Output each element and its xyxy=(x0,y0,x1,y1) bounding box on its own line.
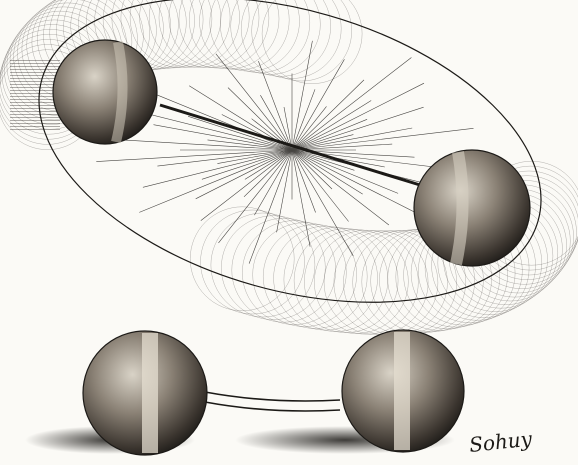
motion-trail-ring xyxy=(140,0,240,67)
ball-left-spinning xyxy=(53,40,157,144)
radiating-line xyxy=(219,150,293,243)
radiating-line xyxy=(201,150,292,221)
radiating-line xyxy=(143,150,292,187)
ball-right-band xyxy=(456,152,463,264)
radiating-line xyxy=(292,41,312,150)
radiating-line xyxy=(292,106,327,150)
motion-trail-ring xyxy=(149,0,249,67)
motion-trail-ring xyxy=(201,210,305,314)
wire-link xyxy=(205,392,340,401)
resting-balls-figure xyxy=(25,330,464,455)
motion-trail-ring xyxy=(179,0,279,69)
motion-trail-ring xyxy=(211,213,315,317)
radiating-line xyxy=(292,150,353,256)
radiating-line xyxy=(292,58,411,151)
radiating-line xyxy=(292,83,424,150)
radiating-line xyxy=(228,88,292,150)
radiating-line xyxy=(292,107,424,150)
motion-trail-ring xyxy=(263,225,367,329)
ball-right-resting-band xyxy=(394,332,410,450)
radiating-line xyxy=(292,150,434,222)
radiating-line xyxy=(196,150,292,199)
ball-left-resting-band xyxy=(142,333,158,453)
rotating-balls-figure xyxy=(0,0,578,356)
wire-link-inner xyxy=(205,402,340,411)
motion-trail-ring xyxy=(159,0,259,68)
motion-trail-ring xyxy=(334,231,438,335)
radiating-line xyxy=(292,80,364,150)
engraver-signature: Sohuy xyxy=(468,426,534,457)
ball-right-spinning xyxy=(414,150,530,266)
motion-trail-ring xyxy=(252,0,352,81)
radiating-line xyxy=(292,59,344,150)
radiating-line xyxy=(249,150,292,264)
motion-trail-ring xyxy=(210,0,310,73)
